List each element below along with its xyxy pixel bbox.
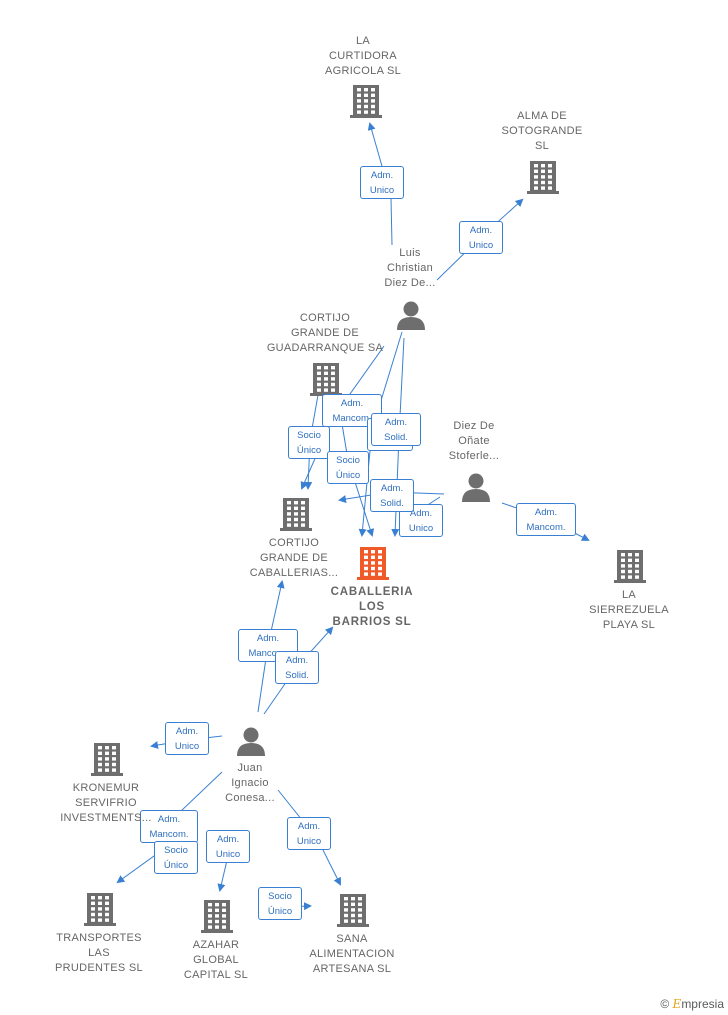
edge-role-label[interactable]: Adm. Solid.: [371, 413, 421, 446]
person-name-label[interactable]: Diez De Oñate Stoferle...: [448, 420, 500, 462]
company-name-label[interactable]: KRONEMUR SERVIFRIO INVESTMENTS...: [60, 782, 152, 824]
person-icon[interactable]: [237, 727, 265, 757]
edge-role-label[interactable]: Adm. Unico: [459, 221, 503, 254]
edge-role-label[interactable]: Socio Único: [154, 841, 198, 874]
company-name-label[interactable]: CORTIJO GRANDE DE CABALLERIAS...: [249, 537, 339, 579]
company-name-label[interactable]: CORTIJO GRANDE DE GUADARRANQUE SA: [266, 312, 384, 354]
edge-role-label[interactable]: Adm. Unico: [360, 166, 404, 199]
person-name-label[interactable]: Juan Ignacio Conesa...: [225, 762, 275, 804]
company-building-icon[interactable]: [350, 85, 382, 118]
edge-role-label[interactable]: Adm. Mancom.: [516, 503, 576, 536]
company-name-label[interactable]: SANA ALIMENTACION ARTESANA SL: [309, 933, 395, 975]
edge-role-label[interactable]: Adm. Unico: [287, 817, 331, 850]
edge-role-label[interactable]: Socio Único: [288, 426, 330, 459]
edge-role-label[interactable]: Socio Único: [327, 451, 369, 484]
company-name-label[interactable]: ALMA DE SOTOGRANDE SL: [501, 110, 583, 152]
person-icon[interactable]: [397, 301, 425, 331]
company-name-label[interactable]: CABALLERIA LOS BARRIOS SL: [330, 586, 414, 628]
main-company-building-icon[interactable]: [357, 547, 389, 580]
edge-role-label[interactable]: Socio Único: [258, 887, 302, 920]
company-name-label[interactable]: TRANSPORTES LAS PRUDENTES SL: [55, 932, 143, 974]
company-building-icon[interactable]: [310, 363, 342, 396]
edge-role-label[interactable]: Adm. Solid.: [275, 651, 319, 684]
person-name-label[interactable]: Luis Christian Diez De...: [384, 247, 436, 289]
company-building-icon[interactable]: [614, 550, 646, 583]
copyright-icon: ©: [660, 997, 670, 1011]
brand-logo-text: mpresia: [681, 997, 724, 1011]
company-building-icon[interactable]: [337, 894, 369, 927]
company-building-icon[interactable]: [527, 161, 559, 194]
company-name-label[interactable]: LA SIERREZUELA PLAYA SL: [589, 589, 669, 631]
company-name-label[interactable]: LA CURTIDORA AGRICOLA SL: [324, 35, 402, 77]
person-icon[interactable]: [462, 473, 490, 503]
edge-role-label[interactable]: Adm. Unico: [165, 722, 209, 755]
company-name-label[interactable]: AZAHAR GLOBAL CAPITAL SL: [183, 939, 249, 981]
brand-footer[interactable]: © Empresia: [660, 997, 724, 1011]
company-building-icon[interactable]: [201, 900, 233, 933]
edge-role-label[interactable]: Adm. Unico: [206, 830, 250, 863]
company-building-icon[interactable]: [280, 498, 312, 531]
company-building-icon[interactable]: [84, 893, 116, 926]
edge-role-label[interactable]: Adm. Mancom.: [140, 810, 198, 843]
company-building-icon[interactable]: [91, 743, 123, 776]
brand-logo-initial: E: [672, 997, 682, 1011]
edge-role-label[interactable]: Adm. Solid.: [370, 479, 414, 512]
